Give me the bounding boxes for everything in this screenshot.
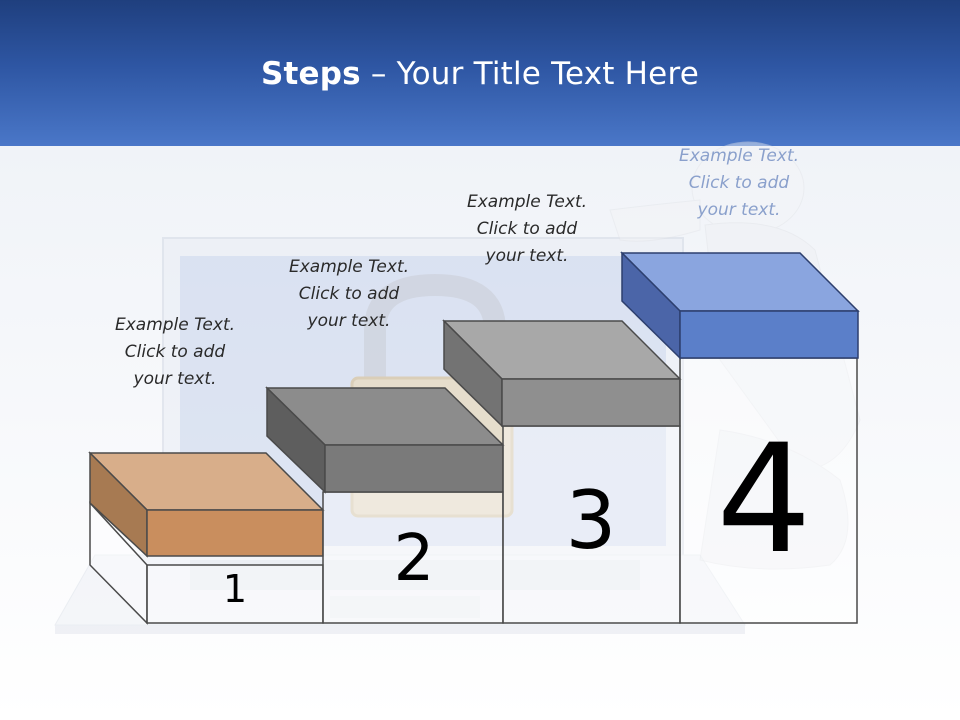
step-3-block[interactable] xyxy=(442,319,682,428)
step-4-caption[interactable]: Example Text. Click to add your text. xyxy=(678,146,800,220)
step-4-block[interactable] xyxy=(620,251,860,360)
step-4-column xyxy=(679,357,858,624)
step-3-number: 3 xyxy=(565,474,617,567)
step-1-column xyxy=(89,501,324,625)
step-2-caption[interactable]: Example Text. Click to add your text. xyxy=(288,257,410,331)
step-2-column xyxy=(322,491,504,624)
slide-title[interactable]: Steps – Your Title Text Here xyxy=(0,56,960,92)
step-2-number: 2 xyxy=(393,522,435,596)
title-bar: Steps – Your Title Text Here xyxy=(0,0,960,146)
step-3-caption[interactable]: Example Text. Click to add your text. xyxy=(466,192,588,266)
step-1-number: 1 xyxy=(222,567,248,611)
step-3-column xyxy=(502,425,681,624)
step-2-block[interactable] xyxy=(265,386,505,494)
step-4-number: 4 xyxy=(716,413,812,587)
title-rest: – Your Title Text Here xyxy=(360,56,699,92)
title-bold: Steps xyxy=(260,56,361,92)
step-1-block[interactable] xyxy=(88,451,325,558)
step-1-caption[interactable]: Example Text. Click to add your text. xyxy=(114,315,236,389)
